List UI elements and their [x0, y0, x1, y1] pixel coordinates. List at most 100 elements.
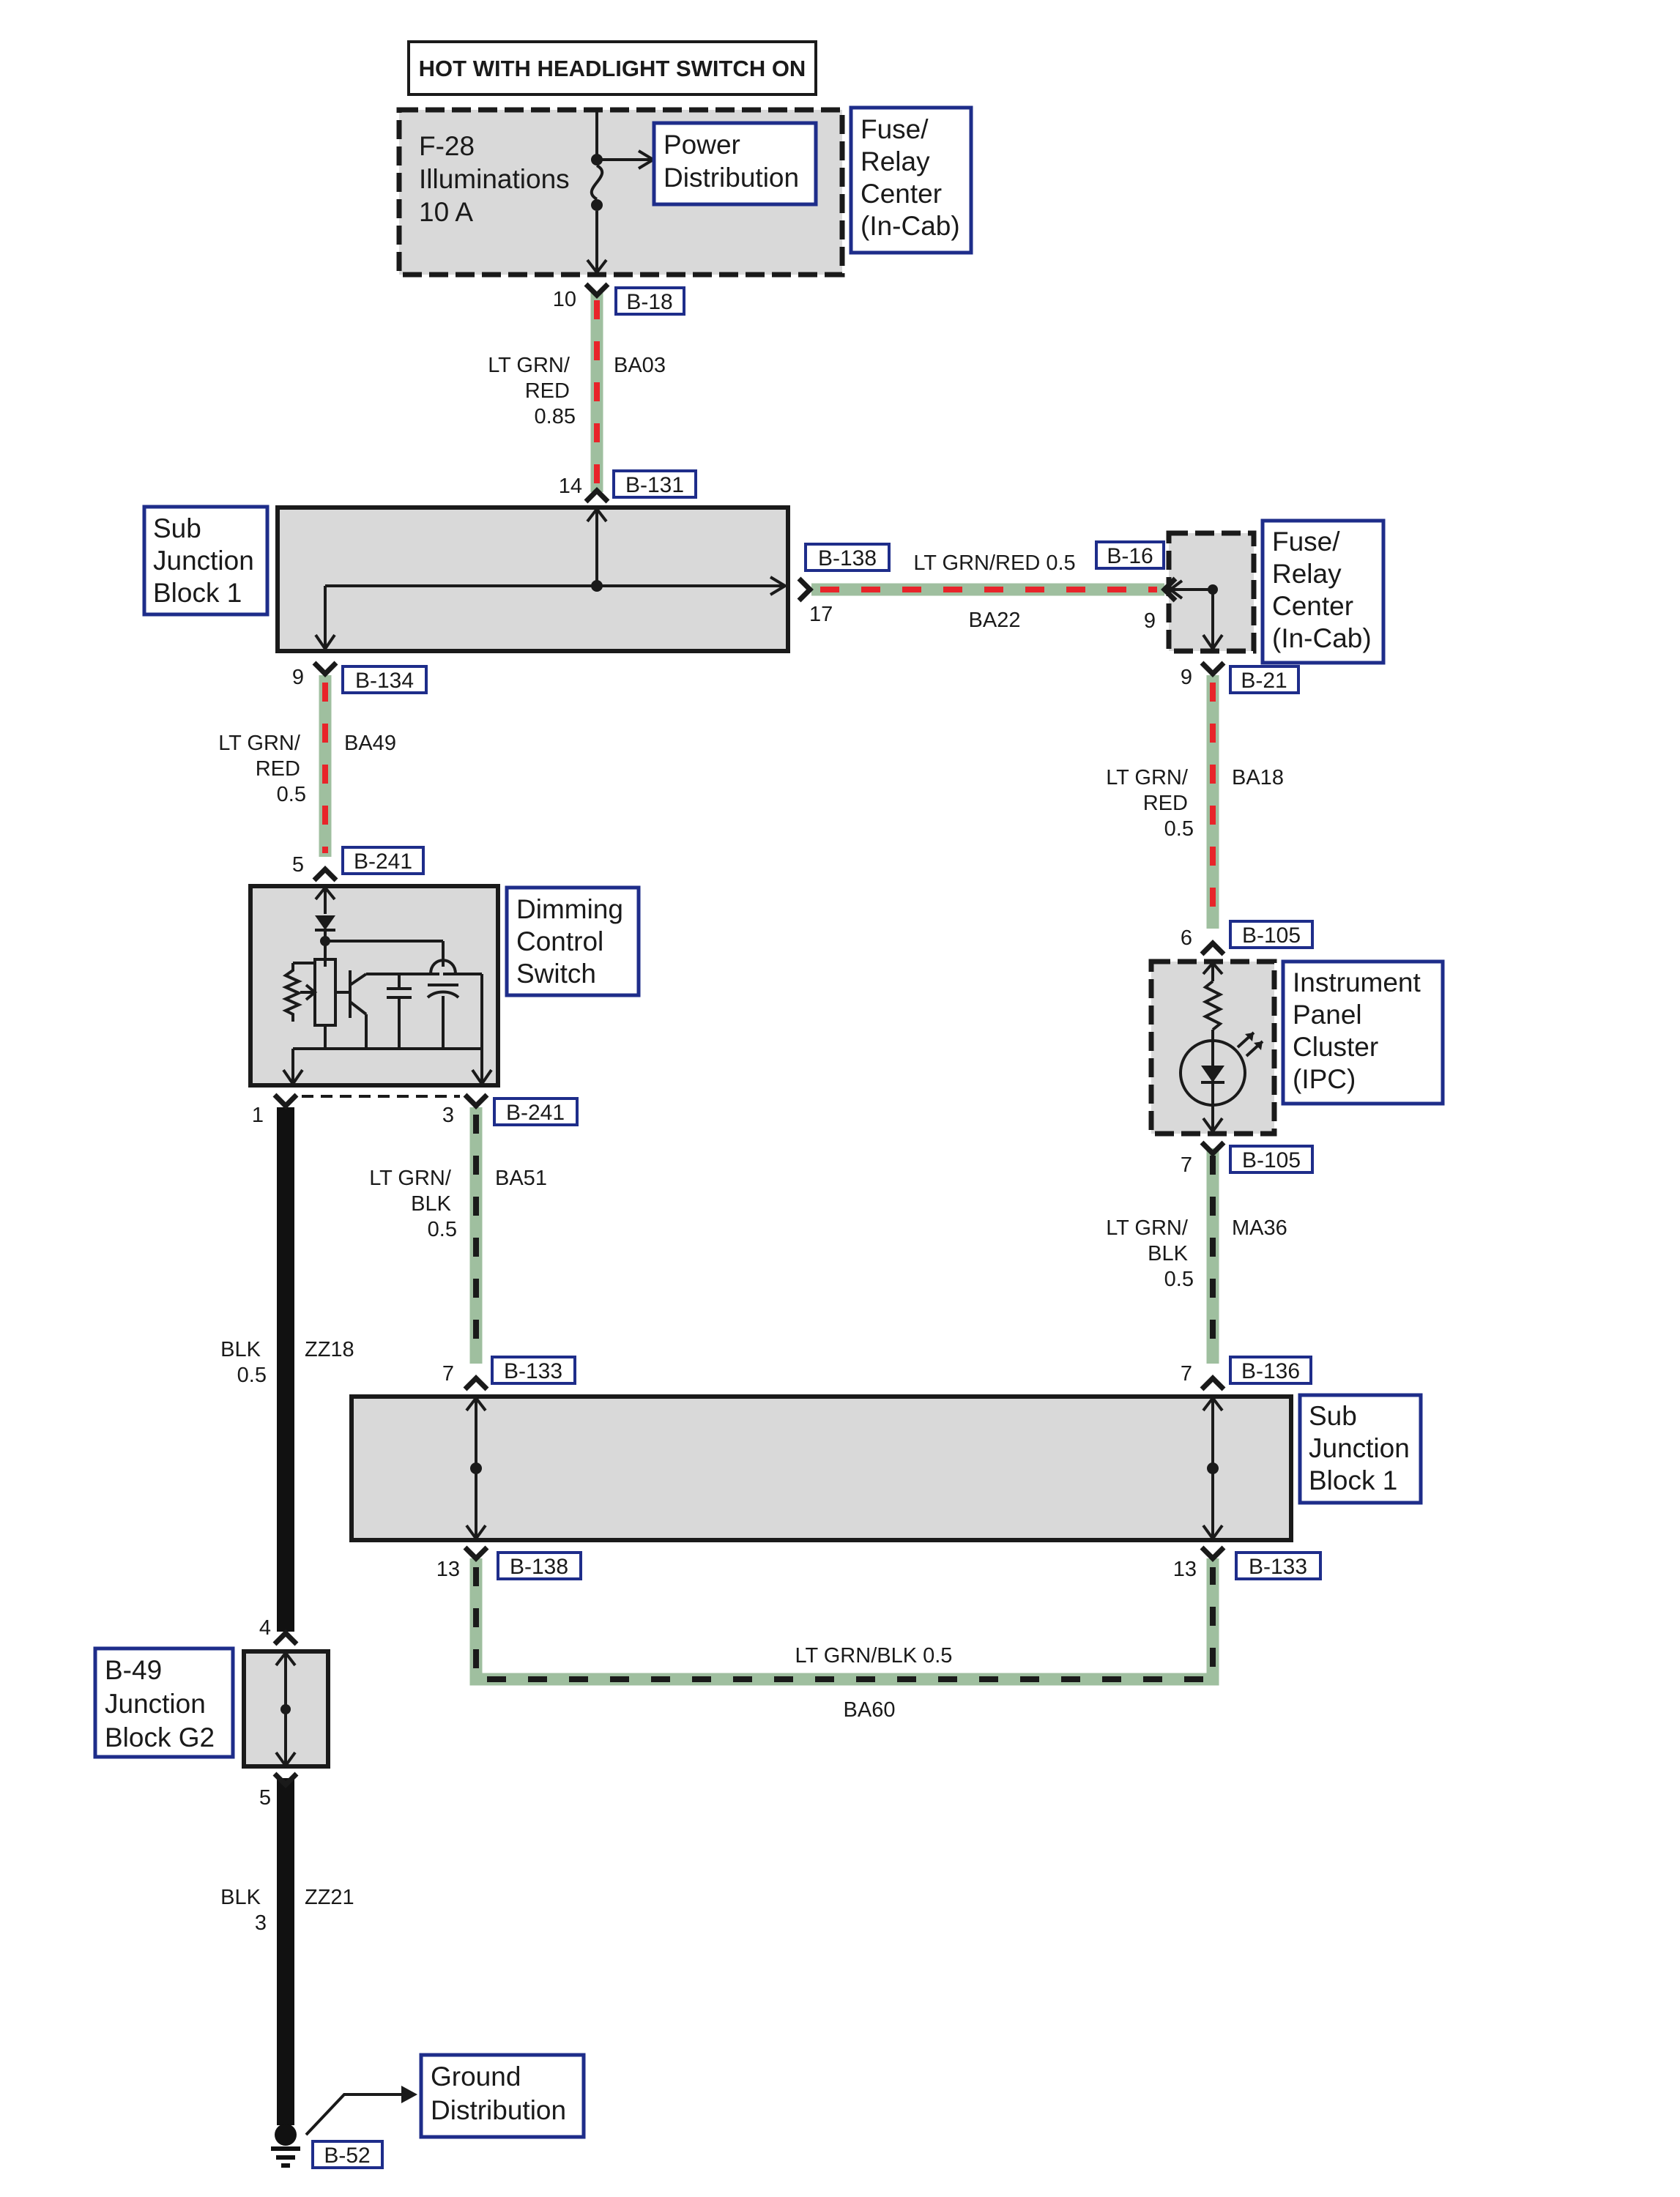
sub-junction-block-bottom-label: Sub Junction Block 1	[1309, 1401, 1417, 1495]
wire-label-zz18: BLK 0.5 ZZ18	[220, 1338, 354, 1387]
sub-junction-block-top	[275, 505, 790, 653]
power-distribution-link[interactable]: Power Distribution	[664, 130, 799, 193]
pin-number: 7	[1181, 1153, 1192, 1177]
fuse-relay-center-right-internals	[1167, 579, 1224, 652]
connector-chevrons	[272, 282, 1226, 1788]
ground-icon	[271, 2124, 300, 2168]
wire-label-ba60: LT GRN/BLK 0.5 BA60	[795, 1644, 953, 1722]
pin-number: 7	[442, 1362, 454, 1386]
ground-distribution-link[interactable]: Ground Distribution	[431, 2062, 566, 2125]
sub-junction-block-bottom	[349, 1394, 1293, 1542]
svg-text:LT GRN/RED 0.5: LT GRN/RED 0.5	[913, 551, 1075, 575]
pin-number: 9	[292, 666, 304, 689]
connector-b133-bottom: 13 B-133	[1173, 1551, 1322, 1581]
svg-text:BA51: BA51	[495, 1167, 547, 1190]
svg-text:LT GRN/ RED 0.5: LT GRN/ RED 0.5	[1106, 766, 1194, 841]
pin-number: 9	[1181, 666, 1192, 689]
pin-number: 10	[553, 288, 576, 311]
connector-b21: 9 B-21	[1181, 665, 1300, 694]
pin-number: 14	[559, 475, 582, 498]
dimming-switch-internals	[282, 885, 493, 1087]
svg-text:ZZ18: ZZ18	[305, 1338, 354, 1361]
dimming-control-switch-label: Dimming Control Switch	[516, 894, 631, 989]
connector-b52: B-52	[311, 2140, 384, 2169]
svg-text:ZZ21: ZZ21	[305, 1886, 354, 1909]
power-distribution-label-box[interactable]	[652, 121, 818, 207]
fuse-relay-center-top-label-box	[849, 105, 973, 255]
wire-label-ba22: LT GRN/RED 0.5 BA22	[913, 551, 1075, 632]
ground-distribution-arrow	[305, 2086, 417, 2136]
wire-label-ba49: LT GRN/ RED 0.5 BA49	[218, 732, 396, 806]
fuse-label: F-28 Illuminations 10 A	[419, 131, 577, 227]
wire-ba60	[469, 1558, 1219, 1686]
sub-junction-block-top-label: Sub Junction Block 1	[153, 513, 261, 608]
connector-id: B-138	[818, 546, 877, 570]
pin-number: 9	[1144, 609, 1156, 633]
svg-text:BA03: BA03	[614, 354, 666, 377]
svg-text:LT GRN/ RED 0.85: LT GRN/ RED 0.85	[488, 354, 576, 428]
connector-id: B-16	[1107, 544, 1153, 568]
ground-distribution-label-box[interactable]	[419, 2053, 586, 2139]
sub-junction-block-top-label-box	[142, 505, 270, 617]
connector-id: B-131	[625, 473, 684, 497]
wire-label-ma36: LT GRN/ BLK 0.5 MA36	[1106, 1216, 1287, 1291]
connector-id: B-52	[324, 2144, 370, 2168]
svg-text:LT GRN/ RED 0.5: LT GRN/ RED 0.5	[218, 732, 306, 806]
pin-number: 4	[259, 1616, 271, 1640]
pin-number: 1	[252, 1104, 264, 1127]
sub-junction-bottom-internals	[465, 1395, 1224, 1542]
ipc-internals	[1179, 960, 1264, 1134]
svg-text:BLK 3: BLK 3	[220, 1886, 267, 1935]
pin-number: 3	[442, 1104, 454, 1127]
connector-id: B-133	[1249, 1555, 1307, 1579]
connector-b16: B-16 9	[1095, 540, 1165, 633]
svg-text:LT GRN/ BLK 0.5: LT GRN/ BLK 0.5	[369, 1167, 457, 1241]
fuse-relay-center-top-label: Fuse/ Relay Center (In-Cab)	[861, 114, 960, 241]
connector-b136: 7 B-136	[1181, 1356, 1312, 1386]
connector-id: B-133	[504, 1359, 562, 1383]
svg-text:BA18: BA18	[1232, 766, 1284, 789]
header-box	[407, 40, 817, 96]
instrument-panel-cluster-label-box	[1281, 959, 1445, 1106]
connector-id: B-105	[1242, 1148, 1301, 1172]
junction-block-g2-label-box	[93, 1646, 235, 1759]
pin-number: 17	[809, 603, 833, 626]
instrument-panel-cluster-label: Instrument Panel Cluster (IPC)	[1293, 967, 1428, 1094]
connector-b105-bottom: 7 B-105	[1181, 1145, 1314, 1177]
svg-text:BA60: BA60	[844, 1698, 896, 1722]
pin-number: 13	[436, 1558, 460, 1581]
connector-b134: 9 B-134	[292, 665, 428, 694]
wire-label-ba03: LT GRN/ RED 0.85 BA03	[488, 354, 666, 428]
pin-number: 7	[1181, 1362, 1192, 1386]
connector-b131: 14 B-131	[559, 469, 697, 499]
dimming-control-switch-label-box	[505, 885, 641, 997]
sub-junction-block-bottom-label-box	[1298, 1393, 1423, 1505]
connector-id: B-18	[626, 290, 672, 314]
connector-b105-top: 6 B-105	[1181, 920, 1314, 950]
connector-id: B-21	[1241, 669, 1287, 693]
connector-id: B-136	[1241, 1359, 1300, 1383]
connector-b133-top: 7 B-133	[442, 1356, 576, 1386]
connector-b18: 10 B-18	[553, 286, 685, 316]
wire-label-ba51: LT GRN/ BLK 0.5 BA51	[369, 1167, 547, 1241]
connector-id: B-138	[510, 1555, 568, 1579]
wire-label-zz21: BLK 3 ZZ21	[220, 1886, 354, 1935]
fuse-relay-center-right-label: Fuse/ Relay Center (In-Cab)	[1272, 527, 1372, 653]
junction-block-g2-internals	[275, 1650, 297, 1769]
fuse-relay-center-right-label-box	[1260, 518, 1386, 665]
pin-number: 5	[259, 1786, 271, 1810]
svg-text:BA22: BA22	[969, 609, 1021, 632]
pin-number: 13	[1173, 1558, 1197, 1581]
connector-b241-top: 5 B-241	[292, 846, 425, 877]
junction-block-g2-label: B-49 Junction Block G2	[105, 1655, 215, 1752]
connector-b138-bottom: 13 B-138	[436, 1551, 582, 1581]
svg-text:LT GRN/ BLK 0.5: LT GRN/ BLK 0.5	[1106, 1216, 1194, 1291]
connector-id: B-241	[354, 850, 412, 874]
wire-label-ba18: LT GRN/ RED 0.5 BA18	[1106, 766, 1284, 841]
pin-number: 6	[1181, 926, 1192, 950]
connector-id: B-105	[1242, 923, 1301, 948]
svg-text:BLK 0.5: BLK 0.5	[220, 1338, 267, 1387]
svg-text:MA36: MA36	[1232, 1216, 1287, 1240]
connector-b241-bottom: 1 3 B-241	[252, 1097, 579, 1127]
